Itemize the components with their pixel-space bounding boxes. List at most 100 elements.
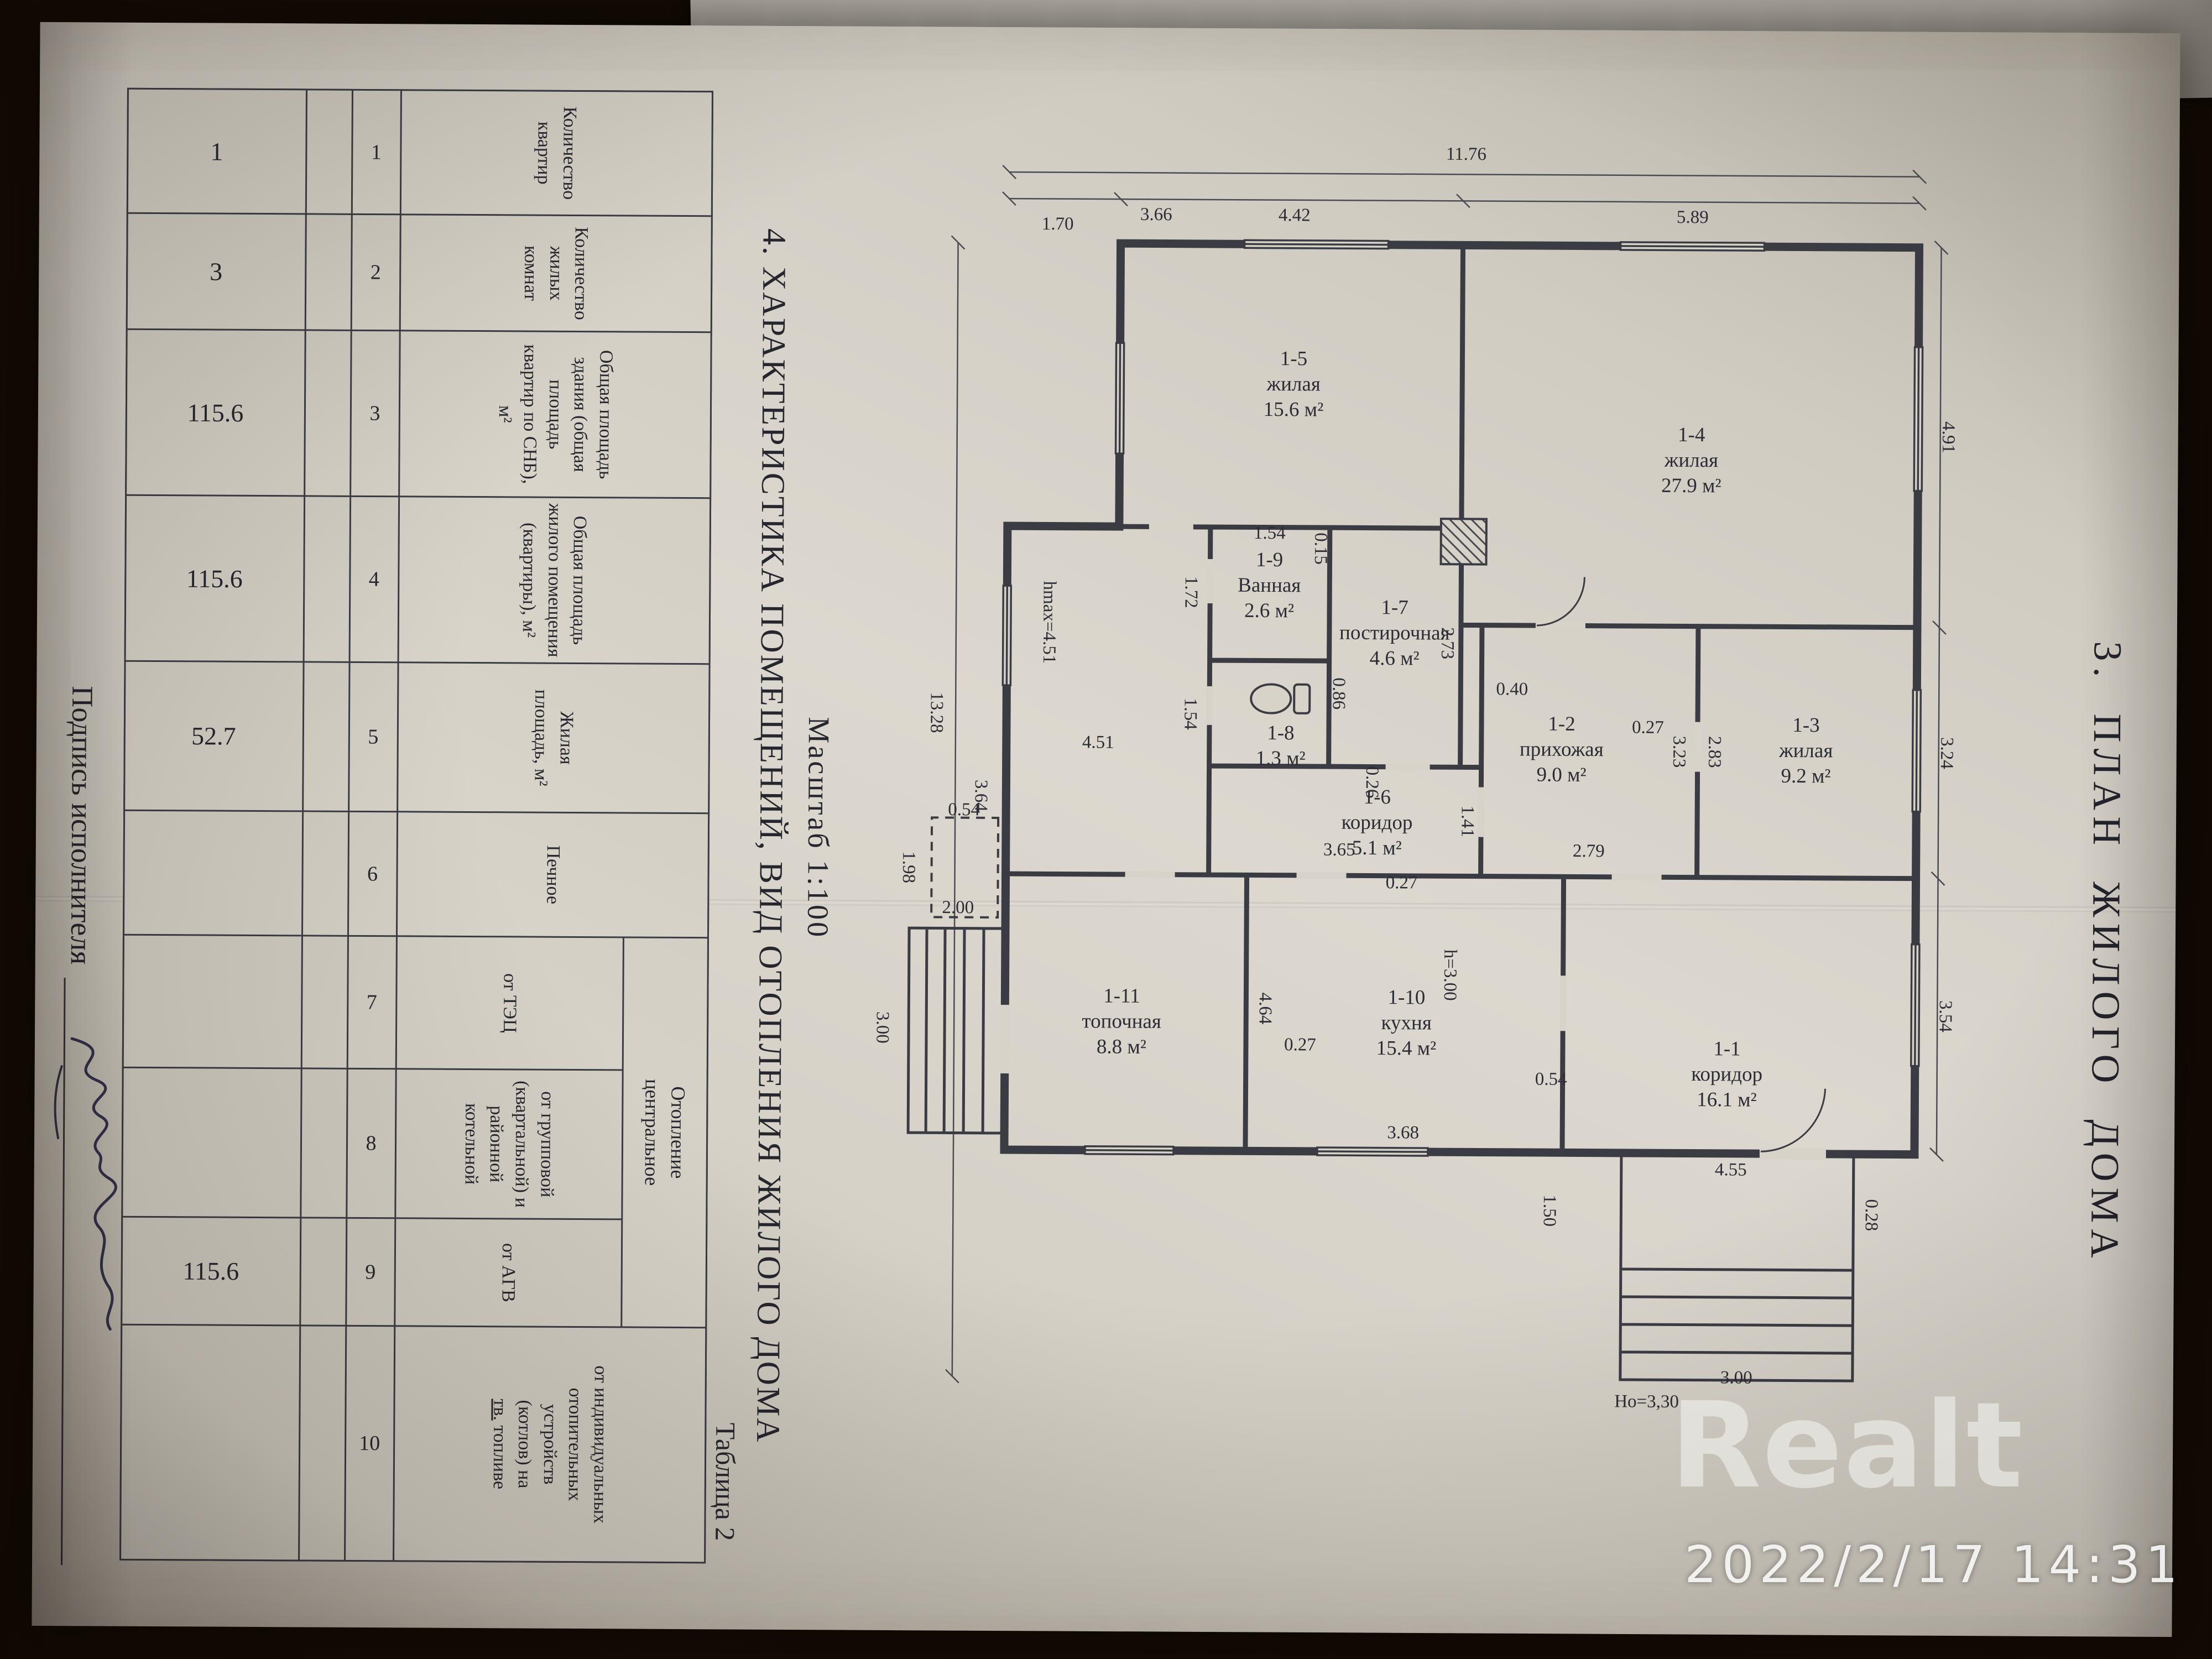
svg-text:15.4 м²: 15.4 м² xyxy=(1376,1037,1437,1060)
door-arcs xyxy=(1536,577,1827,1152)
table-spacer-cell xyxy=(304,497,350,661)
svg-text:Ванная: Ванная xyxy=(1238,574,1301,597)
svg-text:27.9 м²: 27.9 м² xyxy=(1661,474,1721,498)
table-value-cell xyxy=(124,811,302,935)
toilet-icon xyxy=(1250,683,1311,714)
dimension-label: 4.91 xyxy=(1938,421,1958,453)
table-spacer-cell xyxy=(302,812,348,935)
svg-text:прихожая: прихожая xyxy=(1520,738,1604,761)
door-openings xyxy=(999,523,1826,1160)
windows xyxy=(1001,239,1924,1157)
signature-block: Подпись исполнителя xyxy=(54,686,117,1566)
dimension-label: 0.26 xyxy=(1362,766,1382,799)
dimension-label: 2.73 xyxy=(1437,627,1457,659)
table-caption: Таблица 2 xyxy=(709,1422,742,1541)
dimension-labels: 4.913.243.5411.765.894.423.661.7013.282.… xyxy=(872,144,1958,1412)
dimension-label: 5.89 xyxy=(1677,207,1709,227)
dimension-label: 0.27 xyxy=(1632,718,1664,738)
svg-text:8.8 м²: 8.8 м² xyxy=(1097,1035,1146,1058)
room-label: 1-2 прихожая 9.0 м² xyxy=(1520,713,1604,786)
table-spacer-cell xyxy=(304,662,349,811)
svg-text:жилая: жилая xyxy=(1664,449,1718,472)
svg-text:жилая: жилая xyxy=(1778,739,1833,763)
table-colnum-cell: 4 xyxy=(350,497,399,662)
svg-text:жилая: жилая xyxy=(1266,373,1320,396)
svg-text:9.0 м²: 9.0 м² xyxy=(1536,764,1586,786)
dimension-label: 3.00 xyxy=(1720,1368,1752,1387)
svg-text:топочная: топочная xyxy=(1082,1010,1161,1033)
dimension-label: 1.50 xyxy=(1540,1194,1559,1227)
svg-text:1-11: 1-11 xyxy=(1103,984,1140,1007)
dimension-label: 0.86 xyxy=(1329,677,1349,709)
dimension-label: 1.72 xyxy=(1181,576,1201,608)
svg-text:1-1: 1-1 xyxy=(1713,1037,1741,1060)
signature-line xyxy=(54,978,117,1566)
table-colnum-cell: 5 xyxy=(349,662,398,811)
table-spacer-cell xyxy=(305,331,351,495)
svg-text:4.6 м²: 4.6 м² xyxy=(1370,647,1420,670)
table-spacer-cell xyxy=(302,936,347,1068)
table-value-cell: 3 xyxy=(127,213,305,330)
dimension-label: 2.00 xyxy=(942,898,974,917)
table-header-cell: Печное xyxy=(397,812,708,937)
dimension-label: 3.00 xyxy=(872,1011,892,1044)
table-value-cell: 1 xyxy=(128,89,306,213)
dimension-label: 0.15 xyxy=(1311,533,1331,565)
dimension-label: 3.65 xyxy=(1323,840,1355,860)
svg-text:постирочная: постирочная xyxy=(1339,622,1450,645)
table-spacer-cell xyxy=(306,215,351,330)
table-spacer-cell xyxy=(301,1069,347,1217)
dimension-label: 4.55 xyxy=(1715,1160,1747,1180)
plan-title: 3. ПЛАН ЖИЛОГО ДОМА xyxy=(2082,641,2130,1264)
photo-timestamp: 2022/2/17 14:31 xyxy=(1684,1535,2183,1594)
dimension-label: 1.54 xyxy=(1254,523,1286,543)
svg-text:1-5: 1-5 xyxy=(1280,347,1308,370)
table-value-cell xyxy=(121,1325,300,1560)
dimension-label: 3.66 xyxy=(1140,205,1172,225)
dimension-label: 2.83 xyxy=(1704,736,1724,768)
table-colnum-cell: 2 xyxy=(352,215,400,330)
table-value-cell: 115.6 xyxy=(122,1217,300,1325)
dimension-lines xyxy=(945,165,1949,1384)
signature-label: Подпись исполнителя xyxy=(64,686,100,965)
rear-steps xyxy=(906,926,1006,1135)
svg-text:1-8: 1-8 xyxy=(1267,722,1295,744)
dimension-label: 3.23 xyxy=(1669,735,1689,768)
entrance-porch-steps xyxy=(1619,1152,1855,1383)
dimension-label: Но=3,30 xyxy=(1614,1391,1679,1412)
dimension-label: 0.54 xyxy=(948,800,980,820)
room-label: 1-8 1.3 м² xyxy=(1256,722,1306,770)
dimension-label: 3.24 xyxy=(1937,737,1957,769)
dimension-label: 3.64 xyxy=(971,780,991,812)
table-spacer-cell xyxy=(300,1326,346,1560)
svg-text:1-9: 1-9 xyxy=(1256,549,1284,571)
svg-text:1-3: 1-3 xyxy=(1792,714,1820,737)
table-header-cell: от АГВ xyxy=(395,1219,622,1327)
dimension-label: 4.51 xyxy=(1082,732,1114,752)
svg-text:1.3 м²: 1.3 м² xyxy=(1256,747,1306,770)
table-colnum-cell: 9 xyxy=(347,1218,395,1326)
table-value-cell: 115.6 xyxy=(126,495,304,661)
dimension-label: 13.28 xyxy=(926,692,946,733)
dimension-label: 4.64 xyxy=(1255,993,1275,1025)
dimension-label: 1.54 xyxy=(1180,698,1200,730)
table-colnum-cell: 10 xyxy=(346,1326,394,1561)
svg-text:1-7: 1-7 xyxy=(1381,596,1408,619)
svg-text:1-2: 1-2 xyxy=(1548,713,1575,735)
signature-scribble xyxy=(54,1037,117,1331)
